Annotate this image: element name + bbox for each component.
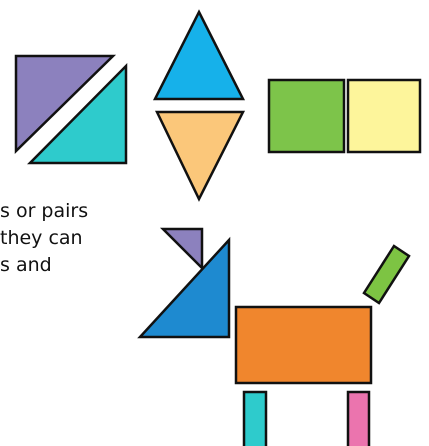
body-text-line-2: they can [0, 226, 83, 251]
dog-head-triangle [140, 240, 229, 337]
dog-back-leg [348, 392, 369, 446]
dog-tail-bar [364, 246, 409, 303]
dog-body-rectangle [236, 307, 371, 383]
dog-front-leg [244, 392, 266, 446]
green-square [269, 80, 344, 152]
peach-down-triangle [157, 112, 243, 199]
blue-up-triangle [155, 12, 243, 99]
dog-ear-triangle [163, 229, 202, 268]
body-text-line-1: s or pairs [0, 199, 88, 224]
yellow-square [348, 80, 420, 152]
body-text-line-3: s and [0, 253, 52, 278]
